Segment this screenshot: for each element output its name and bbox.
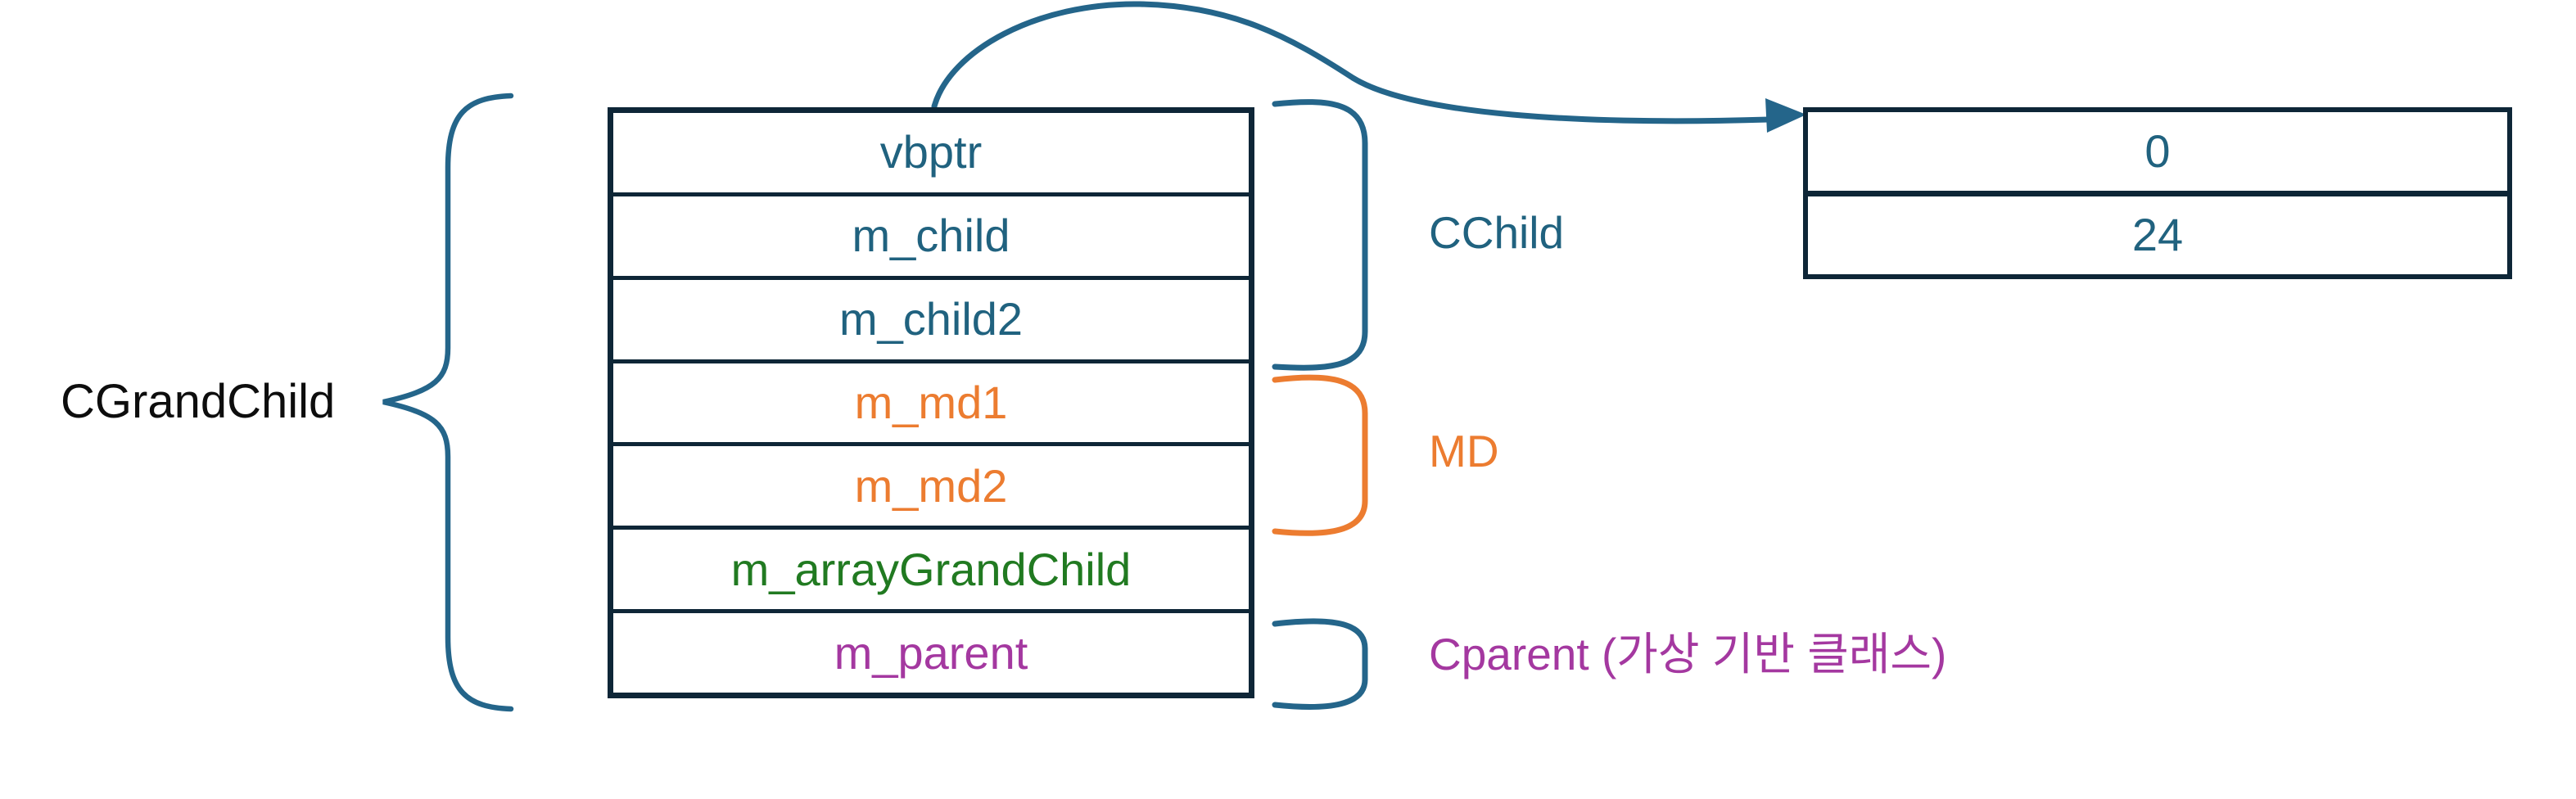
memory-layout-table: vbptr m_child m_child2 m_md1 m_md2 m_arr… [608,107,1254,698]
vbtable: 0 24 [1803,107,2512,279]
md-group-label: MD [1429,426,1499,476]
cparent-group-label: Cparent (가상 기반 클래스) [1429,629,1947,679]
cchild-bracket [1272,99,1368,371]
table-row-vbptr: vbptr [879,126,983,178]
vbtable-row-offset-0: 0 [2144,124,2171,177]
md-bracket [1272,374,1368,536]
cgrandchild-brace [382,93,514,712]
cchild-group-label: CChild [1429,207,1565,258]
table-row-m-parent: m_parent [613,609,1249,693]
vbptr-arrow-curve [931,1,1772,124]
table-row-m-child: m_child [613,192,1249,276]
vbptr-arrowhead-icon [1765,98,1806,133]
cparent-bracket [1272,618,1368,710]
table-row-m-child2: m_child2 [613,275,1249,359]
table-row-m-md2: m_md2 [613,442,1249,526]
cgrandchild-label: CGrandChild [61,375,336,428]
vbtable-row-offset-24: 24 [1808,190,2507,275]
table-row-m-arraygrandchild: m_arrayGrandChild [613,526,1249,609]
table-row-m-md1: m_md1 [613,359,1249,443]
